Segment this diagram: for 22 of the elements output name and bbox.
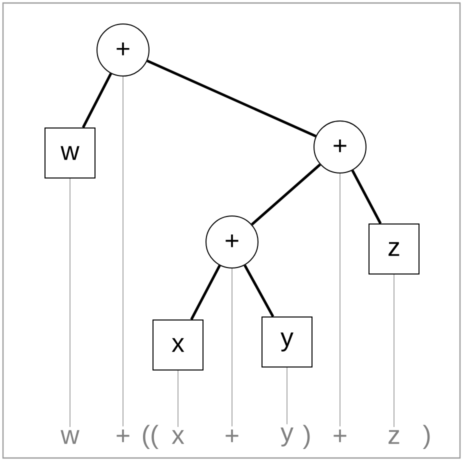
parenthesis: ) xyxy=(302,424,310,450)
expression-token: + xyxy=(334,430,346,442)
leader-line xyxy=(286,367,288,425)
tree-edge xyxy=(146,60,316,138)
leader-line xyxy=(122,76,124,427)
tree-edge xyxy=(244,264,274,318)
expression-token: x xyxy=(172,430,184,444)
parenthesis: (( xyxy=(143,424,158,450)
variable-box: y xyxy=(262,316,312,368)
expression-token: y xyxy=(280,427,294,447)
expression-token: + xyxy=(226,430,238,442)
variable-box: w xyxy=(44,128,96,178)
parenthesis: ) xyxy=(422,424,430,450)
expression-token: w xyxy=(60,430,80,444)
variable-box: x xyxy=(152,320,204,370)
expression-token: + xyxy=(116,430,130,442)
tree-edge xyxy=(82,72,112,128)
tree-edge xyxy=(251,164,321,226)
expression-token: z xyxy=(388,430,400,444)
tree-edge xyxy=(351,170,382,224)
tree-edge xyxy=(190,264,221,320)
variable-box: z xyxy=(368,224,420,274)
